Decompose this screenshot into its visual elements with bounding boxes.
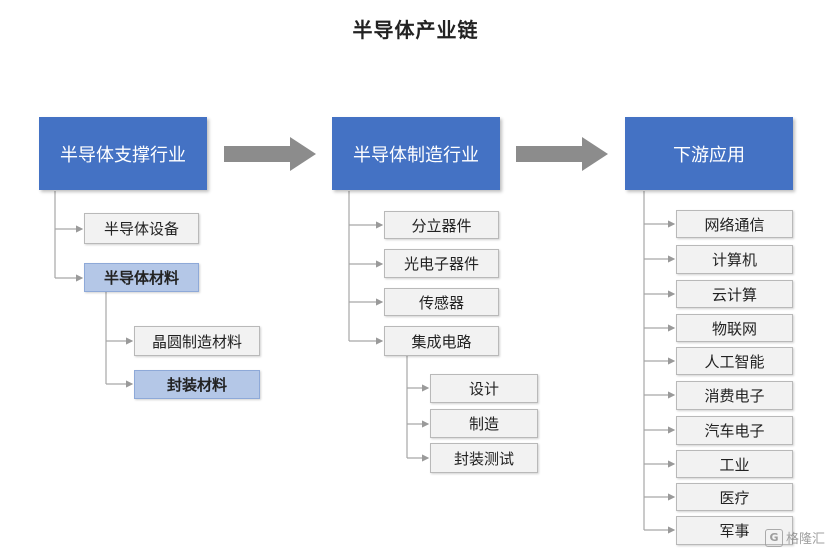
node-optoelectronic-devices: 光电子器件 [384,249,499,278]
node-consumer-electronics: 消费电子 [676,381,793,410]
flow-arrow-2 [516,137,608,171]
node-industrial: 工业 [676,450,793,478]
node-discrete-devices: 分立器件 [384,211,499,239]
watermark-text: 格隆汇 [785,532,825,547]
diagram-title: 半导体产业链 [352,18,479,42]
node-cloud-computing: 云计算 [676,280,793,308]
node-semiconductor-equipment: 半导体设备 [84,213,199,244]
node-packaging-materials: 封装材料 [134,370,260,399]
header-downstream-applications: 下游应用 [625,117,793,190]
watermark-logo-icon: G [764,528,783,547]
header-manufacturing-industry: 半导体制造行业 [332,117,500,190]
node-wafer-materials: 晶圆制造材料 [134,326,260,356]
node-ic-design: 设计 [430,374,538,403]
node-iot: 物联网 [676,314,793,342]
node-sensors: 传感器 [384,288,499,316]
node-computer: 计算机 [676,245,793,274]
node-medical: 医疗 [676,483,793,511]
node-ai: 人工智能 [676,347,793,375]
header-support-industry: 半导体支撑行业 [39,117,207,190]
node-ic-fabrication: 制造 [430,409,538,438]
node-network-communication: 网络通信 [676,210,793,238]
node-semiconductor-materials: 半导体材料 [84,263,199,292]
flow-arrow-1 [224,137,316,171]
node-integrated-circuits: 集成电路 [384,326,499,356]
node-military: 军事 [676,516,793,545]
node-ic-packaging-testing: 封装测试 [430,443,538,473]
watermark: G 格隆汇 [764,528,825,547]
node-automotive-electronics: 汽车电子 [676,416,793,445]
